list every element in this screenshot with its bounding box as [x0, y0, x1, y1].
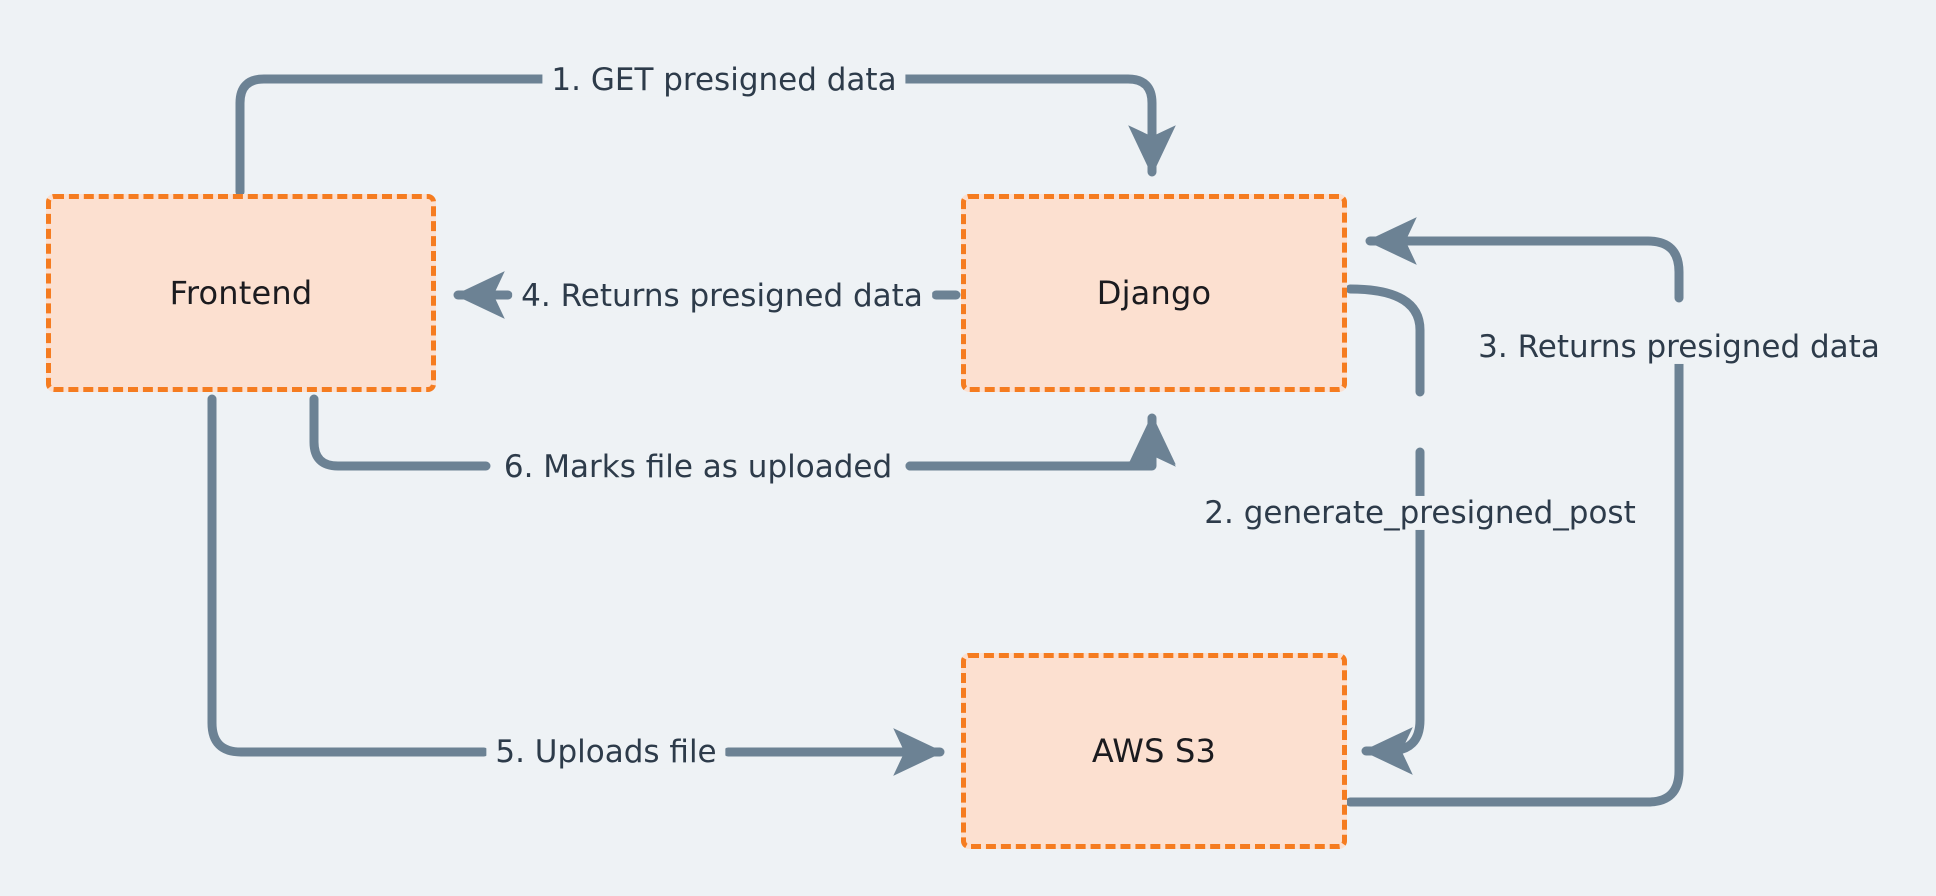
- edge-label-2: 2. generate_presigned_post: [1195, 496, 1645, 530]
- edge-label-5: 5. Uploads file: [486, 735, 726, 769]
- node-frontend[interactable]: Frontend: [46, 194, 436, 392]
- edge-label-3: 3. Returns presigned data: [1469, 330, 1889, 364]
- edge-2-path-lower: [1361, 447, 1425, 775]
- edge-3-path-lower: [1345, 353, 1684, 807]
- edge-1-path-right: [895, 74, 1176, 177]
- edge-6-path-right: [905, 413, 1176, 471]
- node-aws-s3[interactable]: AWS S3: [961, 653, 1347, 849]
- node-frontend-label: Frontend: [169, 274, 313, 312]
- edge-6-path-right-corner: [905, 415, 1176, 471]
- edge-label-6: 6. Marks file as uploaded: [494, 450, 902, 484]
- node-django[interactable]: Django: [961, 194, 1347, 392]
- edge-label-1: 1. GET presigned data: [542, 63, 906, 97]
- edge-3-path-upper: [1365, 217, 1684, 303]
- edge-2-path-upper: [1345, 284, 1425, 397]
- edge-1-path-left: [235, 74, 553, 197]
- edge-label-4: 4. Returns presigned data: [512, 279, 932, 313]
- node-aws-s3-label: AWS S3: [1091, 732, 1217, 770]
- edge-6-path-left: [309, 394, 491, 471]
- edge-5-path-left: [207, 394, 489, 757]
- node-django-label: Django: [1096, 274, 1212, 312]
